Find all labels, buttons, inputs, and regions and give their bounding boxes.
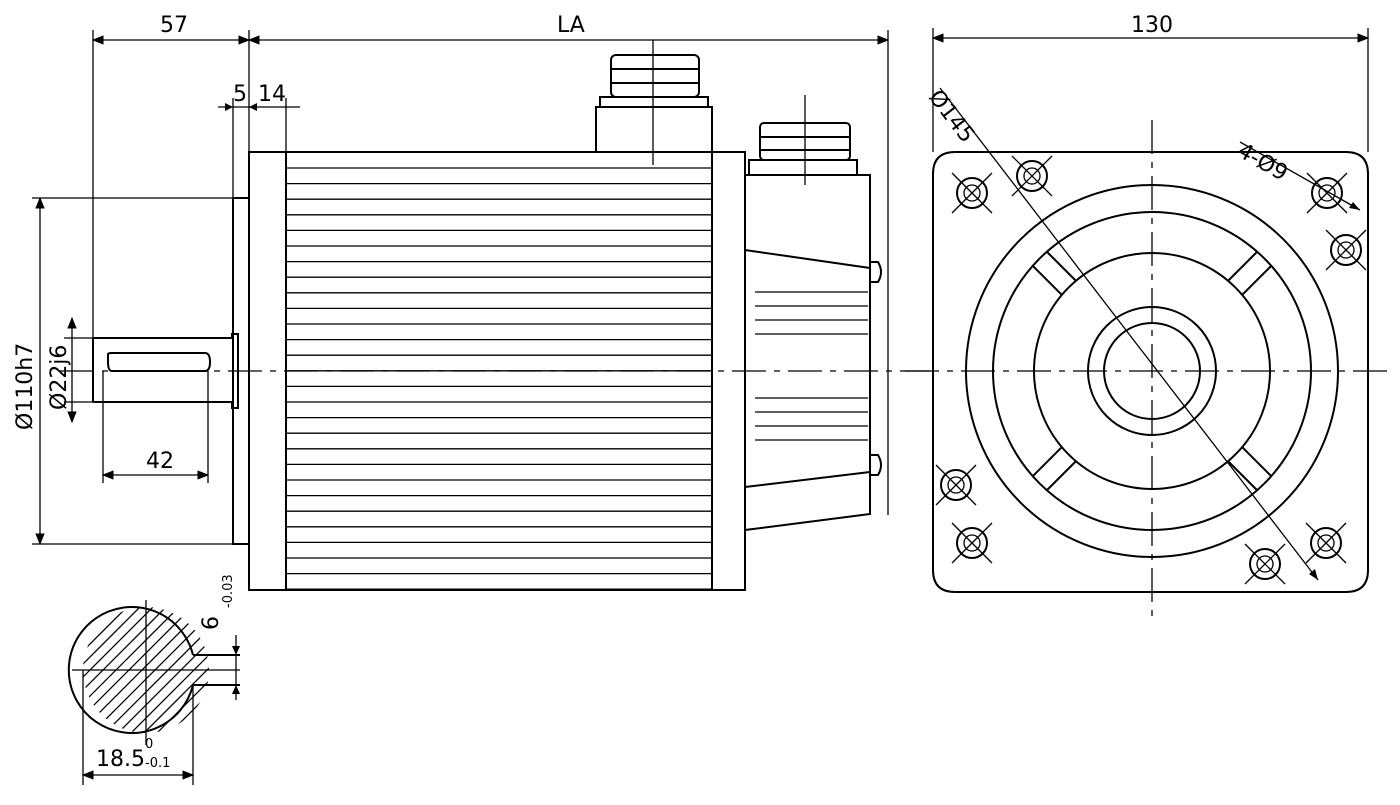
dim-key-depth: 18.5: [96, 747, 145, 772]
dim-bolt-circle: Ø145: [923, 85, 979, 147]
dim-body-length: LA: [557, 13, 585, 38]
dim-pilot-diameter: Ø110h7: [13, 343, 38, 430]
bolt-circle-leader: [939, 87, 1319, 581]
hatch-line: [218, 590, 378, 750]
dim-shaft-tolerance: j6: [47, 345, 72, 366]
power-connector: [595, 40, 713, 165]
hatch-line: [83, 607, 158, 733]
dim-key-length: 42: [146, 449, 174, 474]
mounting-hole: [935, 464, 977, 506]
front-view: Ø145 4-Ø9 130: [905, 13, 1395, 620]
rib-edge: [1227, 250, 1259, 282]
dim-key-depth-lower: -0.1: [145, 756, 170, 771]
hatch-line: [83, 607, 145, 733]
shaft-key: [107, 352, 212, 372]
rib-edge: [1227, 460, 1259, 492]
mounting-hole: [1325, 229, 1367, 271]
rib-edge: [1241, 446, 1273, 478]
dim-key-width: 6: [199, 616, 224, 630]
mounting-hole: [1305, 522, 1347, 564]
rib-edge: [1031, 264, 1063, 296]
side-view: 57 LA 5 14 Ø110h7 Ø22j6 42: [13, 13, 930, 591]
dim-spigot-height: 14: [258, 82, 286, 107]
dim-flange-thickness: 5: [233, 82, 247, 107]
cooling-fins: [286, 167, 712, 590]
encoder-fins: [755, 291, 868, 441]
svg-text:Ø22j6: Ø22j6: [47, 345, 72, 410]
mounting-hole: [951, 172, 993, 214]
dim-mounting-holes: 4-Ø9: [1233, 138, 1292, 186]
dim-shaft-extension: 57: [160, 13, 188, 38]
shaft-section-outline: [67, 606, 194, 734]
dim-shaft-diameter: Ø22: [47, 365, 72, 410]
rib-edge: [1045, 250, 1077, 282]
encoder-housing: [744, 95, 882, 532]
dim-key-width-tolerance: -0.03: [221, 574, 236, 608]
shaft-cross-section: 6 -0.03 18.5 0 -0.1: [0, 574, 378, 785]
rib-edge: [1045, 460, 1077, 492]
dim-key-depth-upper: 0: [145, 737, 153, 752]
mounting-hole: [1011, 155, 1053, 197]
dim-flange-square: 130: [1131, 13, 1173, 38]
mounting-hole: [951, 522, 993, 564]
rib-edge: [1241, 264, 1273, 296]
hatch-line: [0, 590, 79, 750]
rib-edge: [1031, 446, 1063, 478]
flange-square: [932, 151, 1369, 593]
ribs: [1031, 250, 1273, 492]
mounting-hole: [1244, 543, 1286, 585]
mounting-hole: [1306, 172, 1348, 214]
mounting-holes: [935, 155, 1367, 585]
hatch-line: [0, 590, 66, 750]
holes-leader: [1239, 141, 1361, 211]
